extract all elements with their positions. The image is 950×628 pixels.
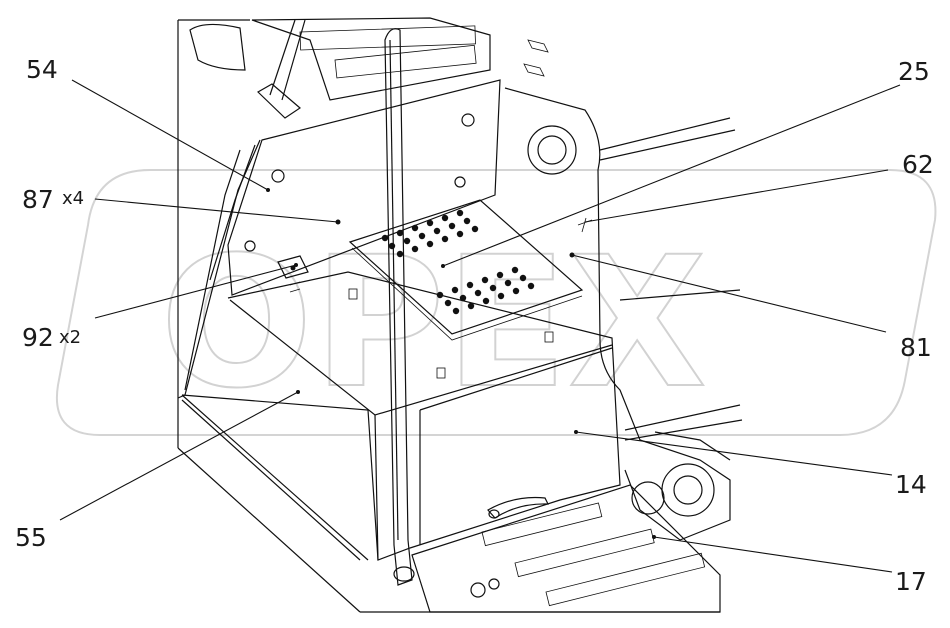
callout-62: 62: [902, 150, 934, 179]
toolbox-body: [181, 271, 621, 561]
cab-top-detail: [189, 17, 549, 119]
leader-lines: [59, 79, 901, 573]
callout-92-multiplier: x2: [59, 327, 81, 348]
callout-25: 25: [898, 57, 930, 86]
callout-55: 55: [15, 523, 47, 552]
callout-14: 14: [895, 470, 927, 499]
grab-handle: [384, 28, 415, 586]
lower-step: [411, 484, 721, 613]
callout-labels: 54 87 x4 92 x2 55 25 62 81 14 17: [15, 55, 934, 596]
callout-87-multiplier: x4: [62, 188, 84, 209]
callout-92: 92: [22, 323, 54, 352]
watermark-text: OPEX: [160, 219, 707, 428]
left-side-panel: [177, 139, 261, 399]
callout-81: 81: [900, 333, 932, 362]
door-handle: [487, 496, 549, 519]
watermark: OPEX: [55, 169, 937, 436]
callout-17: 17: [895, 567, 927, 596]
step-plate: [348, 199, 584, 341]
callout-54: 54: [26, 55, 58, 84]
callout-87: 87: [22, 185, 54, 214]
